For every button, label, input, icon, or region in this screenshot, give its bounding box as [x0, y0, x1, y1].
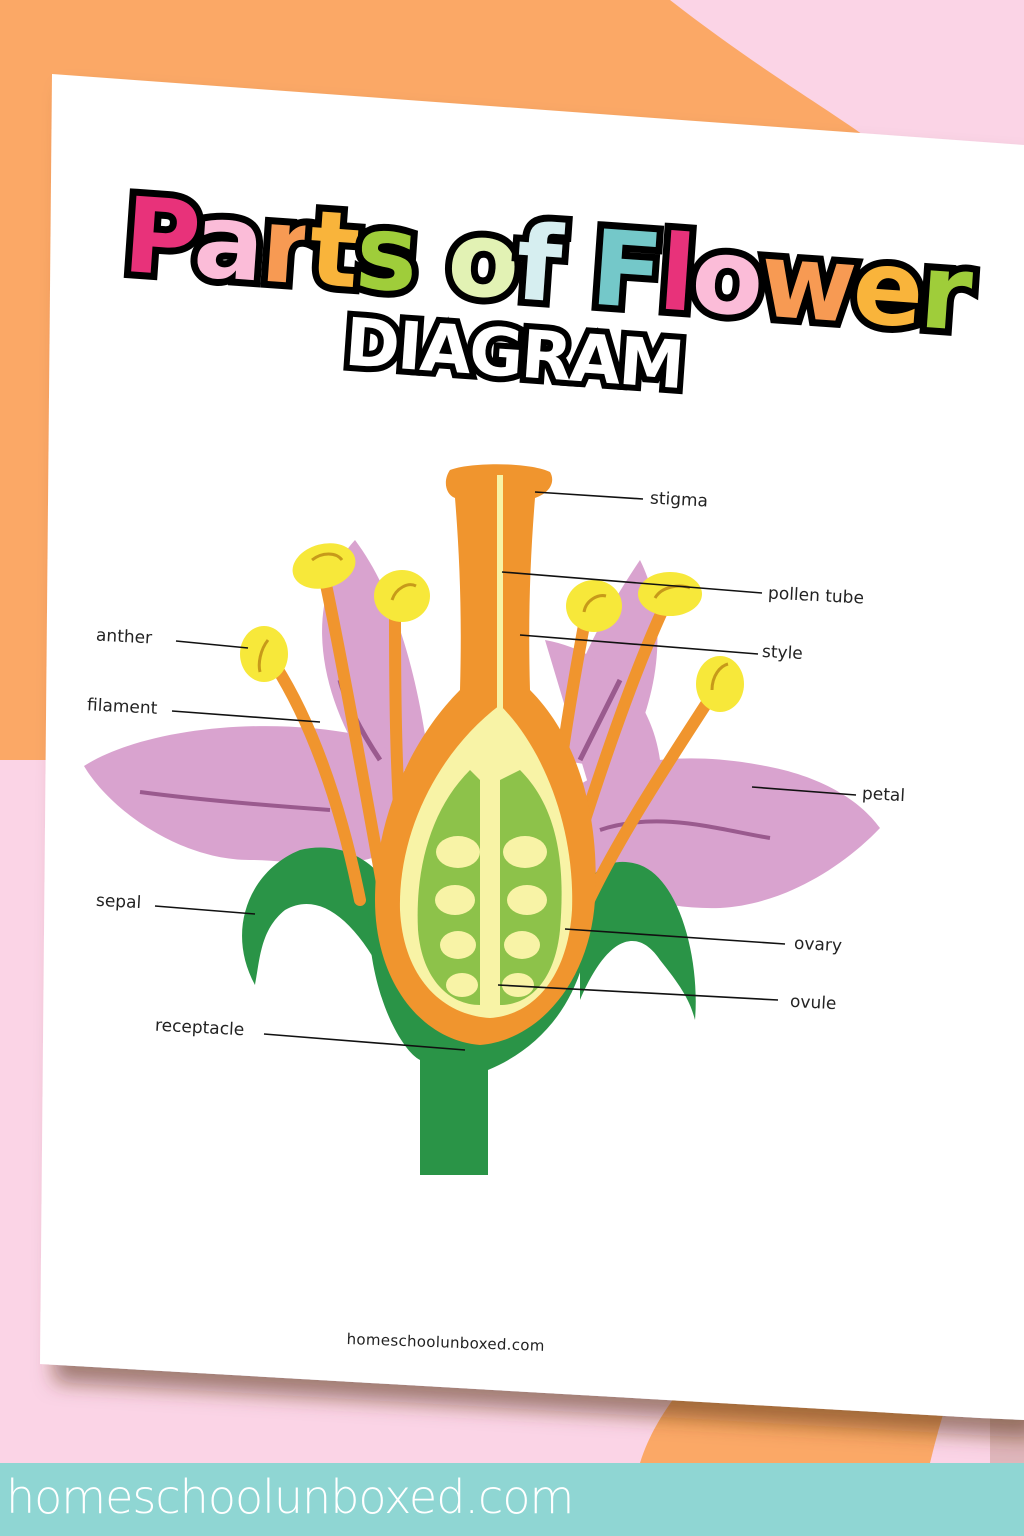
- label-ovary: ovary: [793, 933, 843, 957]
- label-stigma: stigma: [649, 488, 709, 512]
- leader-lines: [154, 491, 857, 1051]
- label-anther: anther: [95, 625, 153, 649]
- label-ovule: ovule: [789, 991, 837, 1015]
- bottom-banner: [0, 1463, 1024, 1536]
- label-style: style: [761, 641, 804, 665]
- label-petal: petal: [861, 783, 906, 807]
- ovules: [435, 770, 547, 1010]
- label-sepal: sepal: [95, 890, 142, 914]
- banner-website-link[interactable]: homeschoolunboxed.com: [6, 1470, 574, 1524]
- anthers: [240, 543, 744, 712]
- petal-left: [84, 726, 420, 864]
- sepal-right: [580, 861, 696, 1020]
- label-filament: filament: [86, 695, 158, 719]
